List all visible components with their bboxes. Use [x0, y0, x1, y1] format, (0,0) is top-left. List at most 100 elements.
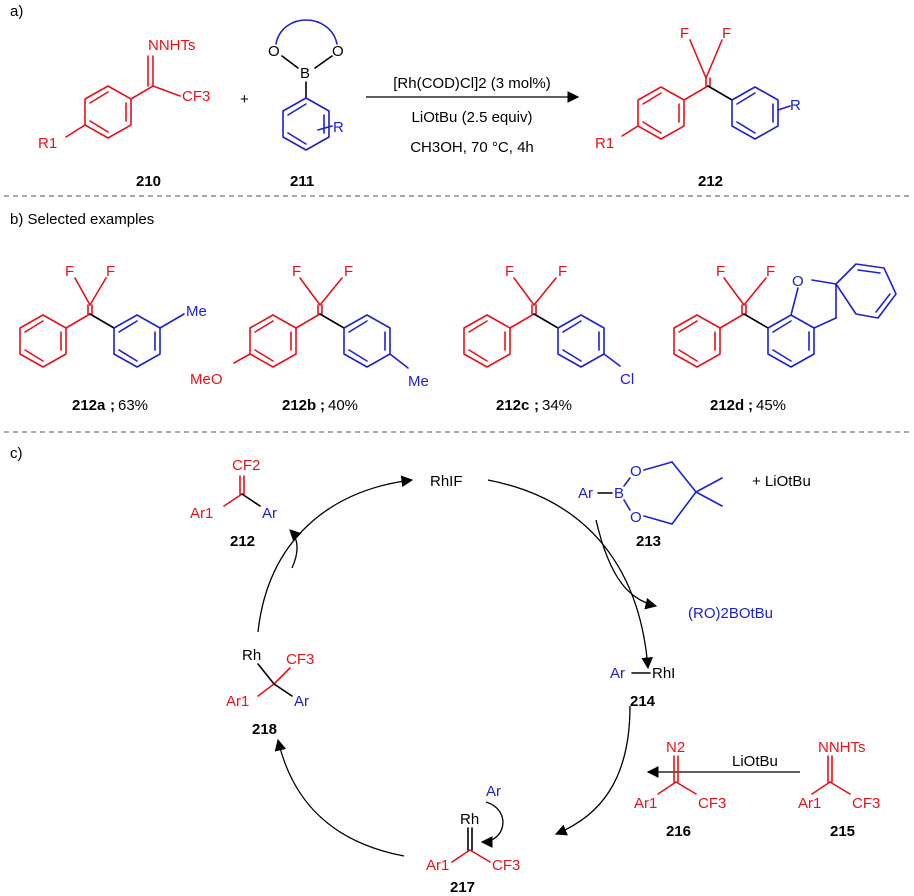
imine-label-210: NNHTs — [148, 37, 196, 54]
fluorine-label-212b: F — [722, 25, 731, 42]
reagent-number-213: 213 — [636, 533, 661, 550]
cycle-arc-rhf-to-214 — [487, 479, 653, 670]
cycle-arc-217-to-218 — [274, 738, 405, 857]
example-212b: F F MeO Me 212b ; 40% — [190, 263, 429, 414]
oxygen-label-211b: O — [332, 43, 344, 60]
ar-label-213: Ar — [578, 485, 593, 502]
fluorine-label-212d-1: F — [716, 263, 725, 280]
cycle-arc-218-to-rhf — [257, 475, 414, 633]
oxygen-label-213b: O — [630, 509, 642, 526]
example-id-212c: 212c — [496, 397, 529, 414]
compound-212: F F R1 R 212 — [595, 25, 801, 190]
diol-bridge-211 — [275, 19, 338, 45]
condition-base: LiOtBu (2.5 equiv) — [412, 109, 533, 126]
fluorine-label-212a-2: F — [106, 263, 115, 280]
fluorine-label-212c-2: F — [558, 263, 567, 280]
ar1-label-212: Ar1 — [190, 505, 213, 522]
compound-number-210: 210 — [136, 173, 161, 190]
ar1-label-217: Ar1 — [426, 857, 449, 874]
migration-arrow-217 — [480, 801, 504, 848]
reagent-213: Ar B O O 213 + LiOtBu — [578, 461, 811, 550]
cycle-product-212: CF2 Ar1 Ar 212 — [190, 457, 277, 550]
carbene-217: Ar Rh Ar1 CF3 217 — [426, 783, 520, 896]
r-label-212: R — [790, 97, 801, 114]
fluorine-label-212b-1: F — [292, 263, 301, 280]
carbene-number-217: 217 — [450, 879, 475, 896]
cf3-label-217: CF3 — [492, 857, 520, 874]
ar-label-217: Ar — [486, 783, 501, 800]
example-yield-212d: 45% — [756, 397, 786, 414]
substituent-212a: Me — [186, 303, 207, 320]
compound-210: NNHTs CF3 R1 210 — [38, 37, 210, 190]
cycle-arc-214-to-217 — [554, 705, 631, 836]
ar1-label-215: Ar1 — [798, 795, 821, 812]
substituent-212c: Cl — [620, 371, 634, 388]
boron-label-213: B — [614, 485, 624, 502]
r1-label-210: R1 — [38, 135, 57, 152]
oxygen-label-213a: O — [630, 463, 642, 480]
rh-fluoride-label: RhIF — [430, 473, 463, 490]
cf3-label-218: CF3 — [286, 651, 314, 668]
section-c-label: c) — [10, 445, 23, 462]
svg-text:;: ; — [748, 397, 753, 414]
svg-text:;: ; — [534, 397, 539, 414]
byproduct-label: (RO)2BOtBu — [688, 605, 773, 622]
ring-212-blue — [731, 86, 779, 140]
ar-label-212: Ar — [262, 505, 277, 522]
ar-label-214: Ar — [610, 665, 625, 682]
cycle-number-212: 212 — [230, 533, 255, 550]
cf3-label-210: CF3 — [182, 88, 210, 105]
intermediate-214: Ar RhI 214 — [610, 665, 675, 710]
ar1-label-216: Ar1 — [634, 795, 657, 812]
base-label-213: + LiOtBu — [752, 473, 811, 490]
fluorine-label-212a: F — [680, 25, 689, 42]
cf2-label: CF2 — [232, 457, 260, 474]
compound-number-212: 212 — [698, 173, 723, 190]
example-yield-212b: 40% — [328, 397, 358, 414]
plus-sign: + — [240, 91, 249, 108]
n2-label-216: N2 — [666, 739, 685, 756]
alkyl-rh-218: Rh CF3 Ar1 Ar 218 — [226, 647, 314, 738]
cf3-label-215: CF3 — [852, 795, 880, 812]
substituent-left-212b: MeO — [190, 371, 223, 388]
intermediate-number-214: 214 — [630, 693, 656, 710]
substituent-212b: Me — [408, 373, 429, 390]
section-b-label: b) Selected examples — [10, 211, 154, 228]
ring-210 — [84, 85, 132, 139]
ar-label-218: Ar — [294, 693, 309, 710]
diazo-216: N2 Ar1 CF3 216 — [634, 739, 726, 840]
example-212c: F F Cl 212c ; 34% — [463, 263, 634, 414]
example-id-212a: 212a — [72, 397, 106, 414]
diazo-number-216: 216 — [666, 823, 691, 840]
rh-label-218: Rh — [242, 647, 261, 664]
fluorine-label-212b-2: F — [344, 263, 353, 280]
example-212a: F F Me 212a ; 63% — [19, 263, 207, 414]
example-yield-212a: 63% — [118, 397, 148, 414]
r-label-211: R — [333, 119, 344, 136]
precursor-215: NNHTs Ar1 CF3 215 — [798, 739, 880, 840]
precursor-number-215: 215 — [830, 823, 855, 840]
example-yield-212c: 34% — [542, 397, 572, 414]
svg-text:;: ; — [110, 397, 115, 414]
ring-212-red — [637, 86, 685, 140]
example-id-212d: 212d — [710, 397, 744, 414]
fluorine-label-212d-2: F — [766, 263, 775, 280]
imine-label-215: NNHTs — [818, 739, 866, 756]
compound-211: O O B R 211 — [268, 19, 344, 190]
boron-label-211: B — [300, 65, 310, 82]
ar1-label-218: Ar1 — [226, 693, 249, 710]
ring-211 — [282, 97, 330, 151]
example-id-212b: 212b — [282, 397, 316, 414]
alkyl-rh-number-218: 218 — [252, 721, 277, 738]
cf3-label-216: CF3 — [698, 795, 726, 812]
substituent-212d: O — [792, 273, 804, 290]
example-212d: F F O 212d ; 45% — [673, 263, 897, 414]
oxygen-label-211a: O — [268, 43, 280, 60]
arrow-to-product-212 — [289, 529, 302, 569]
base-label-diazo: LiOtBu — [732, 753, 778, 770]
condition-solvent: CH3OH, 70 °C, 4h — [410, 139, 534, 156]
arrow-byproduct-release — [595, 519, 658, 610]
condition-catalyst: [Rh(COD)Cl]2 (3 mol%) — [393, 75, 551, 92]
compound-number-211: 211 — [290, 173, 314, 190]
